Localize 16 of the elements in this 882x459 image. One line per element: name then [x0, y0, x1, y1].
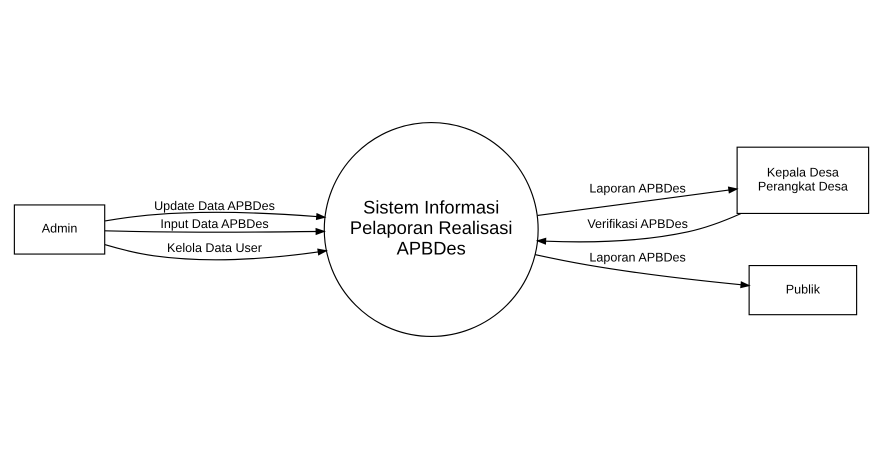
arrow — [104, 244, 328, 260]
arrow — [535, 213, 740, 245]
arrow — [537, 186, 738, 216]
arrow — [104, 212, 326, 222]
arrow — [534, 254, 750, 288]
node-circle: Sistem Informasi Pelaporan Realisasi APBDes — [323, 122, 538, 337]
edge-label: Verifikasi APBDes — [586, 217, 688, 232]
edge-label: Kelola Data User — [166, 241, 262, 256]
edge-label: Laporan APBDes — [588, 182, 686, 196]
edge-label: Input Data APBDes — [160, 217, 268, 232]
edge-label: Laporan APBDes — [588, 250, 686, 264]
node-box: Kepala Desa Perangkat Desa — [736, 146, 869, 214]
arrow — [104, 228, 326, 236]
edge-label: Update Data APBDes — [154, 198, 274, 213]
node-box: Publik — [748, 264, 857, 316]
node-box: Admin — [13, 204, 105, 255]
